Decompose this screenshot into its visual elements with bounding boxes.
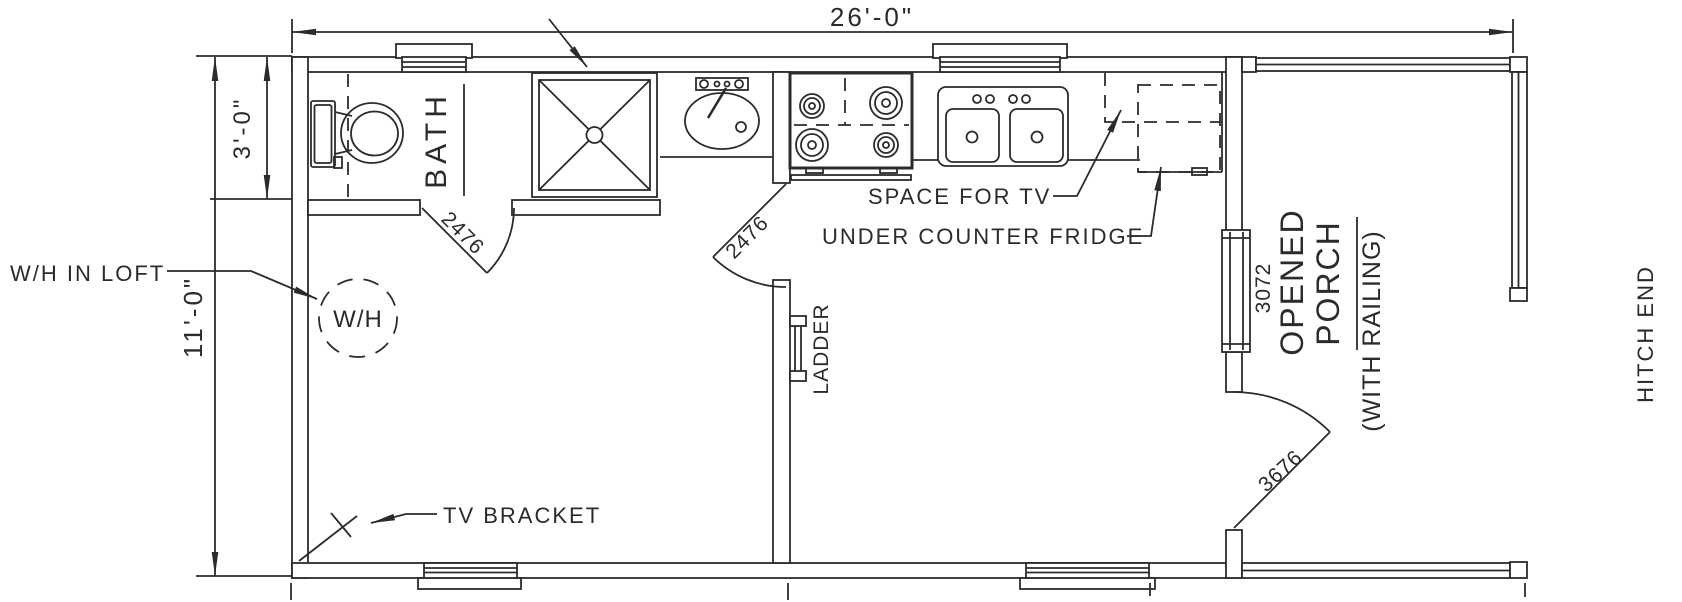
room-label-porch-line1: OPENED	[1274, 208, 1310, 355]
code-porch-door: 3676	[1254, 446, 1307, 497]
ladder-symbol	[789, 315, 807, 382]
railing-post	[1241, 56, 1257, 73]
sink-basin-right	[1009, 108, 1064, 163]
dim-overall-width-label: 26'-0"	[830, 2, 914, 32]
leader-lines	[167, 18, 1162, 524]
cropped-extension-ticks	[290, 583, 1526, 600]
label-ladder: LADDER	[810, 303, 833, 394]
label-space-for-tv: SPACE FOR TV	[868, 184, 1051, 209]
room-label-porch-line2: PORCH	[1310, 220, 1346, 346]
bath-fixtures	[310, 72, 773, 198]
porch-window-3072	[1221, 229, 1251, 353]
code-bath-door: 2476	[437, 207, 489, 259]
kitchen-fixtures	[788, 71, 1223, 181]
wh-leader	[167, 270, 318, 300]
doors	[421, 183, 1331, 529]
room-label-bath: BATH	[420, 91, 453, 189]
code-kitchen-door: 2476	[721, 211, 773, 263]
kitchen-bottom-window	[1019, 562, 1156, 590]
fridge-leader	[1127, 166, 1162, 237]
kitchen-wall-lower	[772, 279, 791, 564]
label-tv-bracket: TV BRACKET	[443, 503, 601, 528]
tv-space-leader	[1053, 109, 1122, 197]
water-heater-symbol	[318, 278, 398, 358]
dim-bath-depth-label: 3'-0"	[229, 97, 256, 160]
stove	[788, 71, 914, 181]
railing-post	[1509, 56, 1528, 73]
porch-railing	[1241, 56, 1528, 579]
railing-post	[1509, 287, 1528, 302]
under-counter-fridge-dashed	[1137, 84, 1221, 173]
dimension-overall-depth: 11'-0"	[178, 55, 292, 577]
porch-door-swing	[1233, 391, 1331, 529]
tv-bracket-symbol	[298, 512, 358, 562]
windows	[395, 43, 1251, 590]
bath-window	[395, 43, 473, 73]
sink-basin-left	[945, 108, 1000, 163]
tv-space-dashed	[1104, 73, 1220, 123]
bath-wall-left	[307, 199, 421, 216]
railing-post	[1509, 561, 1528, 579]
shower	[531, 72, 658, 198]
faucet-bar	[695, 77, 749, 91]
code-porch-window: 3072	[1252, 263, 1275, 314]
bath-sink	[660, 77, 773, 158]
dimension-overall-width: 26'-0"	[291, 2, 1514, 53]
kitchen-wall-upper	[772, 71, 791, 184]
kitchen-window	[932, 43, 1068, 73]
interior-walls	[307, 71, 791, 564]
label-wh-in-loft: W/H IN LOFT	[10, 261, 165, 286]
dim-overall-depth-label: 11'-0"	[178, 276, 208, 358]
kitchen-door-swing	[712, 183, 787, 288]
label-porch-note: (WITH RAILING)	[1358, 230, 1386, 432]
label-water-heater: W/H	[333, 306, 383, 333]
text-labels: BATH W/H IN LOFT W/H SPACE FOR TV UNDER …	[10, 84, 1658, 528]
faucet-spout	[706, 87, 728, 119]
shower-drain	[585, 126, 604, 144]
toilet	[310, 100, 404, 169]
bath-wall-right	[511, 199, 661, 216]
bath-door-swing	[421, 207, 515, 274]
dimension-bath-depth: 3'-0"	[210, 57, 292, 200]
living-room-window	[417, 562, 522, 590]
label-hitch-end: HITCH END	[1633, 265, 1658, 403]
stove-front-rail	[790, 174, 912, 181]
kitchen-sink	[937, 86, 1069, 167]
tv-bracket-leader	[370, 513, 437, 524]
label-under-counter-fridge: UNDER COUNTER FRIDGE	[822, 224, 1144, 249]
shower-leader	[548, 18, 588, 68]
